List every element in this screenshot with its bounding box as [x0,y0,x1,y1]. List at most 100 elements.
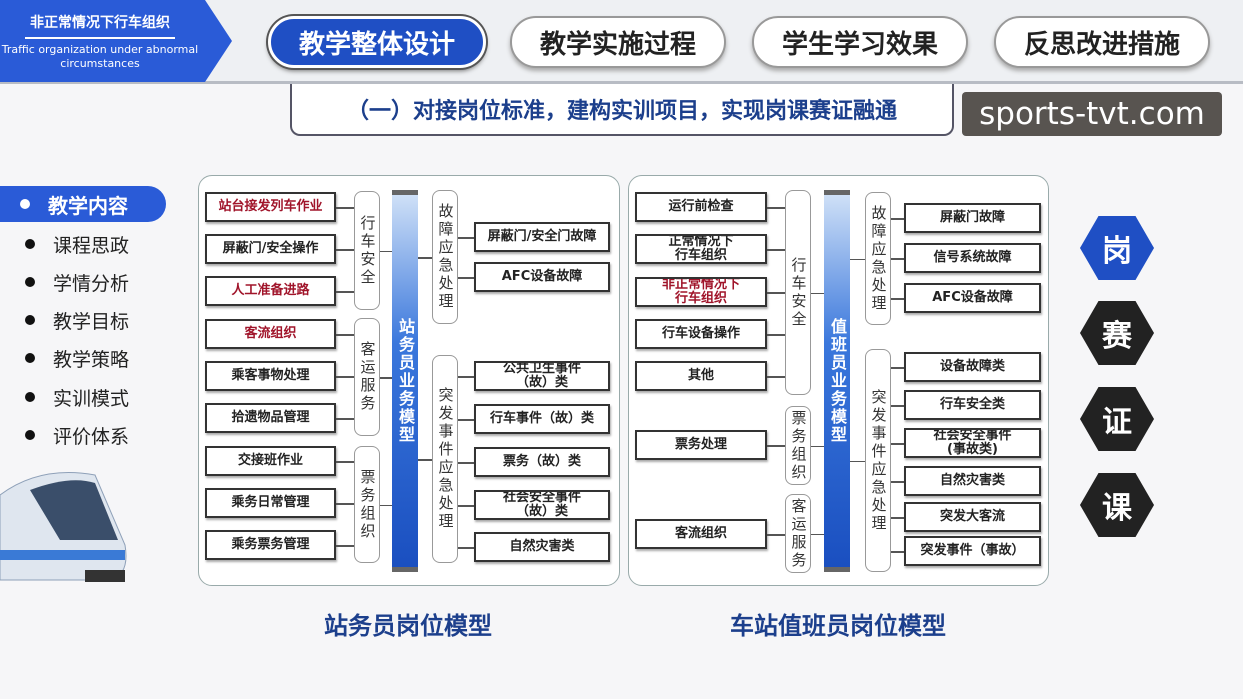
leaf-box: 突发大客流 [904,502,1041,532]
left-model-caption: 站务员岗位模型 [324,612,492,640]
sidebar-item-active[interactable]: 教学内容 [0,186,166,222]
course-brand: 非正常情况下行车组织 Traffic organization under ab… [0,0,232,82]
bullet-icon [20,199,30,209]
connector [767,334,785,336]
group-label: 行车安全 [354,191,380,310]
bullet-icon [25,277,35,287]
connector [458,277,474,279]
tab-learning-effect[interactable]: 学生学习效果 [752,16,968,68]
leaf-box: 正常情况下行车组织 [635,234,767,264]
connector [458,237,474,239]
section-title: （一）对接岗位标准，建构实训项目，实现岗课赛证融通 [290,84,954,136]
badge-1: 赛 [1080,301,1154,365]
leaf-box: 站台接发列车作业 [205,192,336,222]
leaf-box: 乘务票务管理 [205,530,336,560]
sidebar-item[interactable]: 教学策略 [25,345,129,371]
leaf-box: 社会安全事件（故）类 [474,490,610,520]
bullet-icon [25,239,35,249]
connector [891,367,904,369]
leaf-box: 客流组织 [635,519,767,549]
connector [767,534,785,536]
sidebar-item-label: 实训模式 [53,387,130,410]
leaf-box: AFC设备故障 [474,262,610,292]
connector [418,459,432,461]
bullet-icon [25,392,35,402]
connector [891,517,904,519]
sidebar-item-label: 评价体系 [53,425,130,448]
leaf-box: AFC设备故障 [904,283,1041,313]
brand-subtitle: Traffic organization under abnormal circ… [1,43,199,70]
badge-0: 岗 [1080,216,1154,280]
sidebar-item[interactable]: 评价体系 [25,422,129,448]
connector [767,207,785,209]
group-label: 客运服务 [785,494,811,573]
sidebar-item[interactable]: 教学目标 [25,307,129,333]
connector [380,377,392,379]
connector [811,445,824,447]
leaf-box: 乘客事物处理 [205,361,336,391]
connector [458,376,474,378]
right-model-caption: 车站值班员岗位模型 [730,612,946,640]
connector [767,249,785,251]
badge-3: 课 [1080,473,1154,537]
bullet-icon [25,315,35,325]
leaf-box: 突发事件（事故） [904,536,1041,566]
group-label: 突发事件应急处理 [865,349,891,572]
group-label: 行车安全 [785,190,811,395]
badge-2: 证 [1080,387,1154,451]
leaf-box: 屏蔽门故障 [904,203,1041,233]
sidebar-item[interactable]: 学情分析 [25,269,129,295]
connector [336,249,354,251]
tab-improvement[interactable]: 反思改进措施 [994,16,1210,68]
group-label: 突发事件应急处理 [432,355,458,563]
connector [336,207,354,209]
leaf-box: 乘务日常管理 [205,488,336,518]
leaf-box: 非正常情况下行车组织 [635,277,767,307]
group-label: 客运服务 [354,318,380,436]
sidebar-item-label: 学情分析 [53,272,130,295]
tab-implementation[interactable]: 教学实施过程 [510,16,726,68]
leaf-box: 自然灾害类 [474,532,610,562]
connector [891,551,904,553]
bullet-icon [25,430,35,440]
connector [418,257,432,259]
connector [891,481,904,483]
connector [767,376,785,378]
group-label: 故障应急处理 [865,192,891,325]
group-label: 故障应急处理 [432,190,458,324]
connector [336,418,354,420]
connector [380,250,392,252]
leaf-box: 票务处理 [635,430,767,460]
tab-overall-design[interactable]: 教学整体设计 [268,16,486,68]
train-image [0,472,127,582]
connector [458,462,474,464]
leaf-box: 公共卫生事件（故）类 [474,361,610,391]
leaf-box: 行车设备操作 [635,319,767,349]
brand-title: 非正常情况下行车组织 [30,15,170,31]
sidebar-item-label: 教学内容 [48,193,128,218]
leaf-box: 客流组织 [205,319,336,349]
sidebar-item-label: 课程思政 [53,234,130,257]
connector [336,291,354,293]
divider [25,37,175,39]
sidebar-item[interactable]: 实训模式 [25,384,129,410]
group-label: 票务组织 [785,406,811,485]
leaf-box: 运行前检查 [635,192,767,222]
center-model-bar: 站务员业务模型 [392,190,418,572]
connector [336,503,354,505]
connector [891,298,904,300]
leaf-box: 社会安全事件(事故类) [904,428,1041,458]
leaf-box: 拾遗物品管理 [205,403,336,433]
connector [811,292,824,294]
sidebar-item[interactable]: 课程思政 [25,231,129,257]
leaf-box: 行车安全类 [904,390,1041,420]
leaf-box: 交接班作业 [205,446,336,476]
leaf-box: 设备故障类 [904,352,1041,382]
leaf-box: 自然灾害类 [904,466,1041,496]
bullet-icon [25,353,35,363]
connector [811,533,824,535]
watermark: sports-tvt.com [962,92,1222,136]
connector [891,218,904,220]
leaf-box: 其他 [635,361,767,391]
leaf-box: 票务（故）类 [474,447,610,477]
